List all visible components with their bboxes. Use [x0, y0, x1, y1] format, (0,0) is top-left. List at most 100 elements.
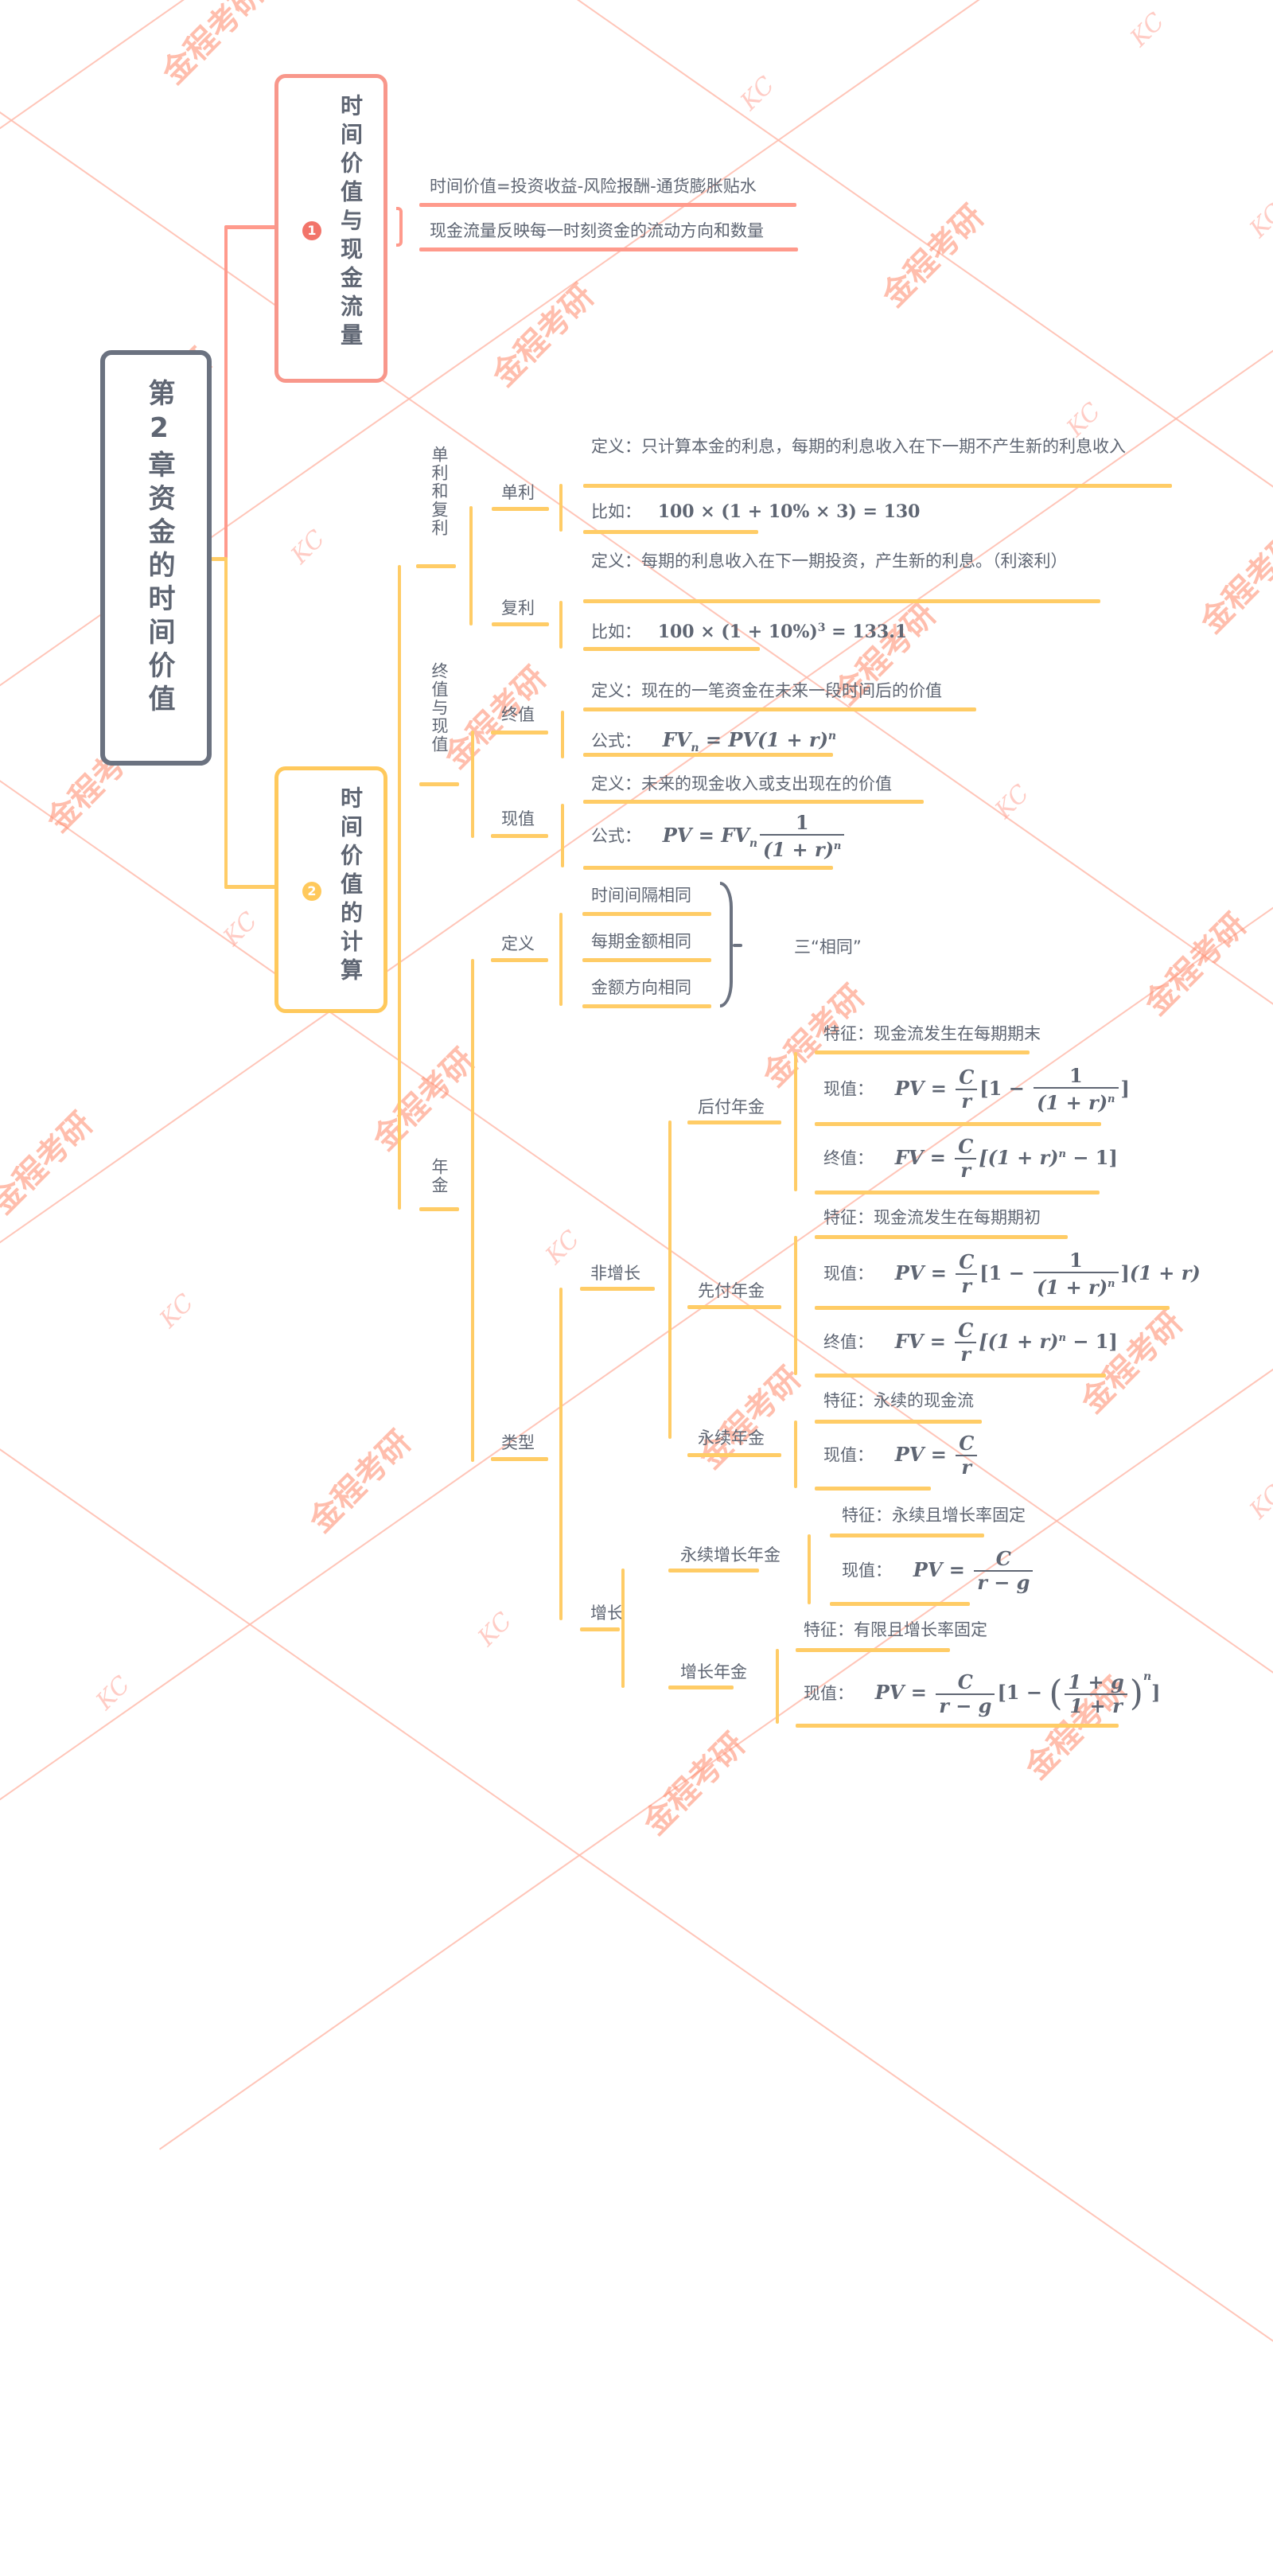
- watermark-logo: KC: [735, 71, 781, 116]
- connector-fv-pv: [471, 731, 474, 838]
- node-underline: [492, 622, 549, 626]
- numerator: 1: [1034, 1249, 1119, 1273]
- equals: =: [923, 1329, 953, 1353]
- connector-branch2-h: [224, 885, 277, 889]
- watermark-text: 金程考研: [636, 1725, 753, 1842]
- leaf-underline: [796, 1724, 1119, 1728]
- leaf-underline: [583, 707, 976, 711]
- badge-2-icon: 2: [302, 882, 321, 901]
- node-present-value[interactable]: 现值: [501, 809, 535, 828]
- definition-item: 时间间隔相同: [591, 886, 691, 905]
- power-base: [(1 + r): [979, 1145, 1059, 1169]
- node-simple-interest[interactable]: 单利: [501, 483, 535, 502]
- node-growing-annuity[interactable]: 增长年金: [680, 1662, 747, 1682]
- exponent-n: n: [1143, 1670, 1152, 1683]
- pv-symbol: PV: [894, 1261, 925, 1284]
- formula-label: 公式：: [591, 826, 641, 846]
- watermark-logo: KC: [286, 524, 331, 570]
- node-growth[interactable]: 增长: [590, 1604, 624, 1623]
- branch1-node[interactable]: 1 时间价值与现金流量: [274, 74, 387, 383]
- denominator: r: [961, 1456, 972, 1479]
- growing-perpetuity-feature: 特征：永续且增长率固定: [842, 1506, 1026, 1525]
- denominator: (1 + r): [1037, 1276, 1108, 1299]
- node-underline: [419, 782, 459, 786]
- node-underline: [492, 507, 549, 511]
- formula-label: 终值：: [823, 1148, 874, 1168]
- formula-label: 现值：: [823, 1264, 874, 1284]
- badge-1-icon: 1: [302, 221, 321, 240]
- connector-growing-perpetuity: [808, 1534, 811, 1604]
- leaf-underline: [815, 1235, 1068, 1239]
- leaf-underline: [815, 1420, 982, 1424]
- formula-label: 终值：: [823, 1332, 874, 1352]
- watermark-text: 金程考研: [302, 1423, 418, 1540]
- branch2-title: 时间价值的计算: [337, 786, 364, 987]
- connector-growth: [621, 1569, 625, 1688]
- node-future-value[interactable]: 终值: [501, 705, 535, 724]
- node-underline: [668, 1686, 734, 1689]
- watermark-text: 金程考研: [365, 1041, 482, 1158]
- leaf-underline: [830, 1534, 984, 1537]
- connector-perpetuity: [794, 1421, 797, 1488]
- branch2-node[interactable]: 2 时间价值的计算: [274, 766, 387, 1013]
- exponent-n: n: [827, 730, 837, 742]
- simple-definition: 定义：只计算本金的利息，每期的利息收入在下一期不产生新的利息收入: [591, 437, 1126, 456]
- example-label: 比如：: [591, 622, 641, 641]
- watermark-logo: KC: [473, 1607, 518, 1652]
- node-fv-pv[interactable]: 终值与现值: [430, 662, 449, 754]
- watermark-logo: KC: [1244, 1479, 1273, 1525]
- pv-definition: 定义：未来的现金收入或支出现在的价值: [591, 774, 892, 793]
- node-annuity-types[interactable]: 类型: [501, 1433, 535, 1452]
- leaf-underline: [796, 1648, 950, 1652]
- node-compound-interest[interactable]: 复利: [501, 598, 535, 618]
- fv-symbol: FV: [662, 728, 691, 751]
- pv-symbol: PV: [894, 1442, 925, 1466]
- exponent-n: n: [1108, 1093, 1115, 1105]
- pv-symbol: PV: [894, 1076, 925, 1100]
- connector-definition: [559, 913, 563, 1006]
- leaf-underline: [582, 912, 711, 916]
- minus-one: − 1]: [1065, 1145, 1118, 1169]
- node-ordinary-annuity[interactable]: 后付年金: [698, 1097, 765, 1117]
- leaf-underline: [583, 800, 924, 804]
- fv-symbol: FV: [894, 1145, 924, 1169]
- compound-definition: 定义：每期的利息收入在下一期投资，产生新的利息。（利滚利）: [591, 551, 1068, 571]
- node-underline: [580, 1627, 620, 1631]
- branch1-item-cashflow: 现金流量反映每一时刻资金的流动方向和数量: [430, 221, 764, 240]
- bracket-open: [1 −: [979, 1076, 1032, 1100]
- node-perpetuity[interactable]: 永续年金: [698, 1428, 765, 1448]
- leaf-underline: [815, 1374, 1106, 1378]
- root-node[interactable]: 第2章资金的时间价值: [100, 350, 212, 766]
- node-annuity-due[interactable]: 先付年金: [698, 1281, 765, 1300]
- numerator: 1: [1034, 1065, 1119, 1089]
- node-growing-perpetuity[interactable]: 永续增长年金: [680, 1545, 781, 1565]
- node-annuity[interactable]: 年金: [430, 1158, 449, 1194]
- node-underline: [491, 958, 548, 962]
- node-simple-compound[interactable]: 单利和复利: [430, 446, 449, 537]
- denominator: r − g: [977, 1571, 1030, 1594]
- node-non-growth[interactable]: 非增长: [590, 1264, 640, 1283]
- branch2-trunk: [398, 565, 401, 1210]
- node-underline: [668, 1569, 759, 1572]
- equals: =: [699, 728, 729, 751]
- fv-symbol: FV: [894, 1329, 924, 1353]
- numerator: C: [956, 1432, 978, 1456]
- branch1-item-time-value: 时间价值=投资收益-风险报酬-通货膨胀贴水: [430, 177, 757, 196]
- bracket-open: [1 −: [997, 1681, 1049, 1704]
- example-result: = 133.1: [825, 622, 908, 642]
- watermark-text: 金程考研: [1193, 524, 1273, 641]
- node-underline: [491, 731, 548, 735]
- watermark-logo: KC: [1244, 198, 1273, 244]
- watermark-logo: KC: [540, 1225, 586, 1270]
- connector-simple-compound: [469, 506, 473, 625]
- denominator: (1 + r): [1037, 1091, 1108, 1114]
- node-annuity-definition[interactable]: 定义: [501, 934, 535, 953]
- summary-three-same: 三“相同”: [794, 937, 862, 957]
- connector-non-growth: [668, 1120, 672, 1439]
- leaf-underline: [583, 530, 758, 534]
